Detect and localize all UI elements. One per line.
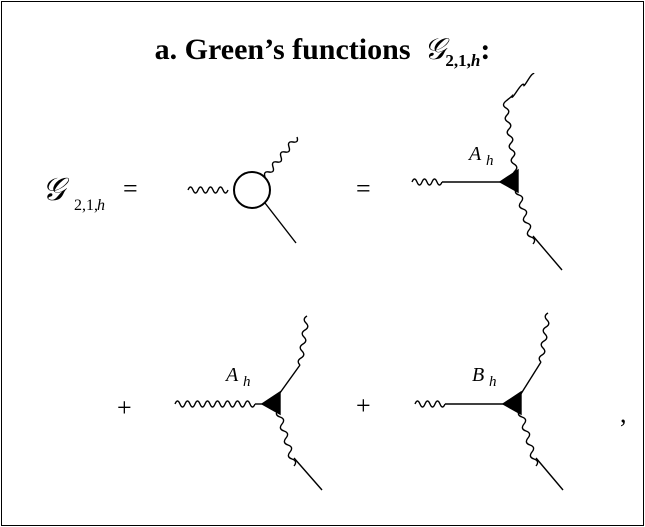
- equals-sign-1: =: [123, 174, 138, 203]
- wavy-line-out-up: [297, 315, 309, 366]
- figure-title: a. Green’s functions 𝒢2,1,h:: [0, 33, 645, 71]
- equals-sign-2: =: [356, 174, 371, 203]
- green-function-blob-diagram: [187, 136, 299, 244]
- vertex-triangle: [501, 390, 522, 416]
- wavy-line-out-up: [502, 72, 535, 179]
- straight-line-out-up: [276, 364, 301, 398]
- blob-circle: [233, 171, 271, 209]
- straight-line-out-down: [535, 457, 564, 491]
- wavy-line-out-down: [275, 409, 297, 467]
- wavy-line-out-down: [517, 409, 539, 467]
- vertex-diagram-1: [411, 72, 563, 271]
- vertex-label-2: A: [224, 364, 239, 386]
- straight-line-out-up: [518, 361, 542, 398]
- wavy-line-in: [411, 178, 443, 186]
- lhs-symbol: 𝒢: [42, 171, 70, 207]
- straight-line-out: [264, 202, 297, 244]
- plus-sign-2: +: [356, 391, 371, 420]
- vertex-sub-1: h: [486, 153, 494, 169]
- plus-sign-1: +: [117, 393, 132, 422]
- vertex-triangle: [260, 390, 281, 416]
- vertex-label-3: B: [472, 364, 484, 386]
- wavy-line-out-up: [263, 136, 299, 178]
- title-subscript: 2,1,h: [445, 51, 481, 70]
- wavy-line-in: [414, 400, 446, 408]
- wavy-line-in: [187, 186, 229, 194]
- title-symbol: 𝒢: [424, 33, 446, 66]
- vertex-triangle: [498, 168, 519, 194]
- vertex-sub-2: h: [243, 374, 251, 390]
- vertex-label-1: A: [467, 143, 482, 165]
- straight-line-out-down: [532, 235, 563, 271]
- wavy-line-in: [174, 400, 256, 408]
- title-text: a. Green’s functions: [154, 33, 411, 66]
- lhs-subscript: 2,1,: [74, 197, 98, 214]
- wavy-line-out-up: [538, 312, 550, 363]
- title-colon: :: [480, 33, 491, 66]
- wavy-line-out-down: [514, 187, 536, 245]
- straight-line-out-down: [293, 457, 323, 491]
- vertex-sub-3: h: [489, 374, 497, 390]
- trailing-comma: ,: [620, 399, 627, 428]
- vertex-diagram-3: [414, 312, 564, 491]
- lhs-subscript-h: h: [97, 197, 105, 214]
- vertex-diagram-2: [174, 315, 323, 491]
